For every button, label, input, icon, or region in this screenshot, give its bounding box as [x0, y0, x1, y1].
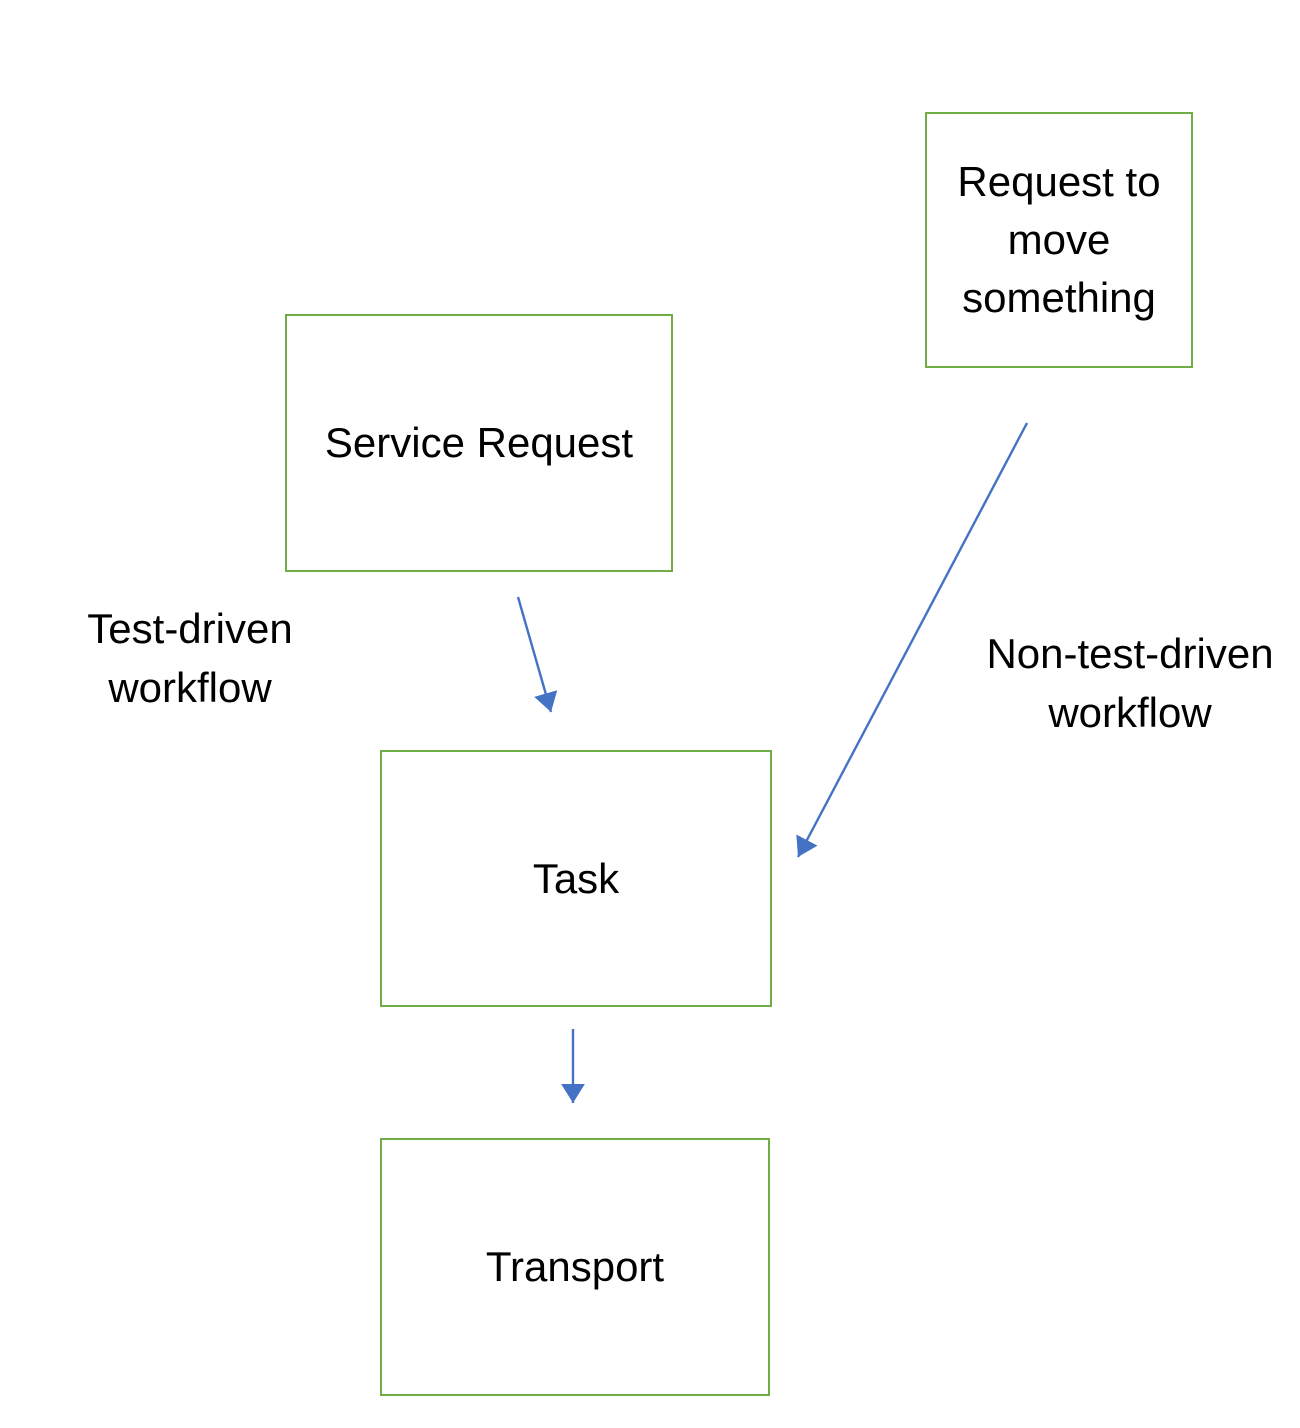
node-transport: Transport — [380, 1138, 770, 1396]
node-transport-label: Transport — [485, 1243, 665, 1291]
arrow-service-request-to-task — [516, 596, 558, 713]
node-request-to-move-something-label: Request to move something — [957, 158, 1161, 321]
node-task-label: Task — [532, 854, 620, 902]
annotation-non-test-driven-workflow: Non-test-driven workflow — [986, 630, 1274, 736]
annotation-test-driven-workflow: Test-driven workflow — [87, 605, 293, 711]
node-task: Task — [380, 750, 772, 1007]
node-service-request: Service Request — [285, 314, 673, 572]
node-request-to-move-something: Request to move something — [925, 112, 1193, 368]
node-service-request-label: Service Request — [324, 419, 634, 467]
